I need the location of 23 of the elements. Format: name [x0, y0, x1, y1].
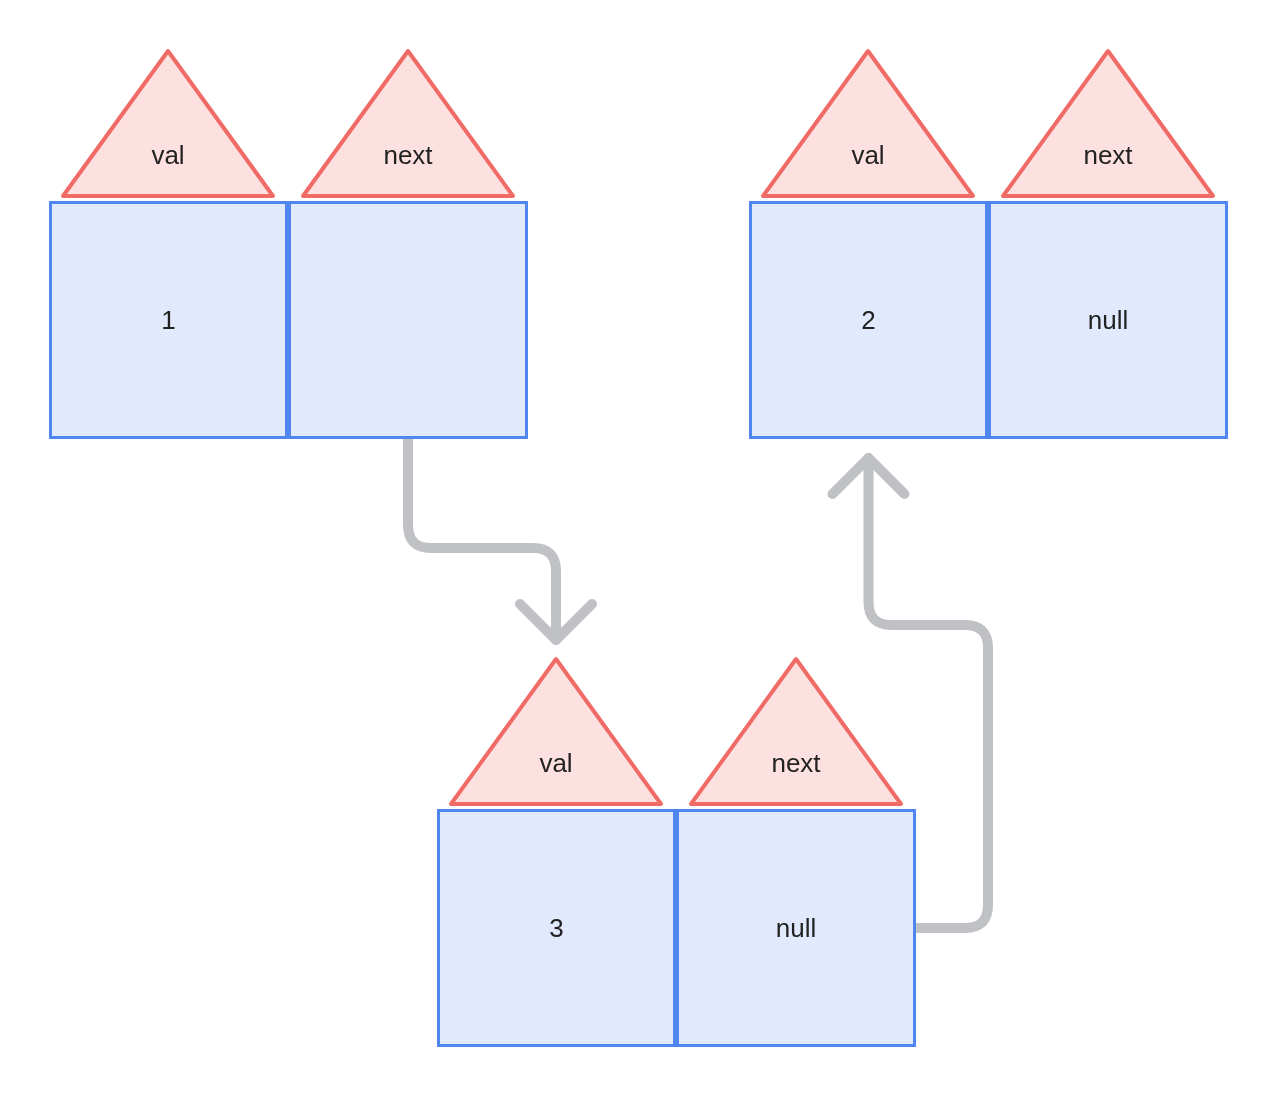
arrow [827, 453, 993, 933]
field-name-triangle [448, 656, 664, 807]
field-name-triangle [1000, 48, 1216, 199]
field-label: 1 [161, 303, 176, 337]
field-label: val [539, 747, 573, 780]
field-value-box [437, 809, 676, 1047]
field-name-triangle [760, 48, 976, 199]
field-label: 3 [549, 911, 564, 945]
field-name-triangle [688, 656, 904, 807]
field-label: null [775, 911, 817, 945]
field-label: val [151, 139, 185, 172]
field-label: next [383, 139, 433, 172]
field-label: val [851, 139, 885, 172]
field-value-box [49, 201, 288, 439]
field-value-box [749, 201, 988, 439]
field-label: 2 [861, 303, 876, 337]
field-value-box [676, 809, 916, 1047]
field-label: null [1087, 303, 1129, 337]
field-label: next [771, 747, 821, 780]
field-name-triangle [300, 48, 516, 199]
field-name-triangle [60, 48, 276, 199]
field-value-box [988, 201, 1228, 439]
field-label: next [1083, 139, 1133, 172]
